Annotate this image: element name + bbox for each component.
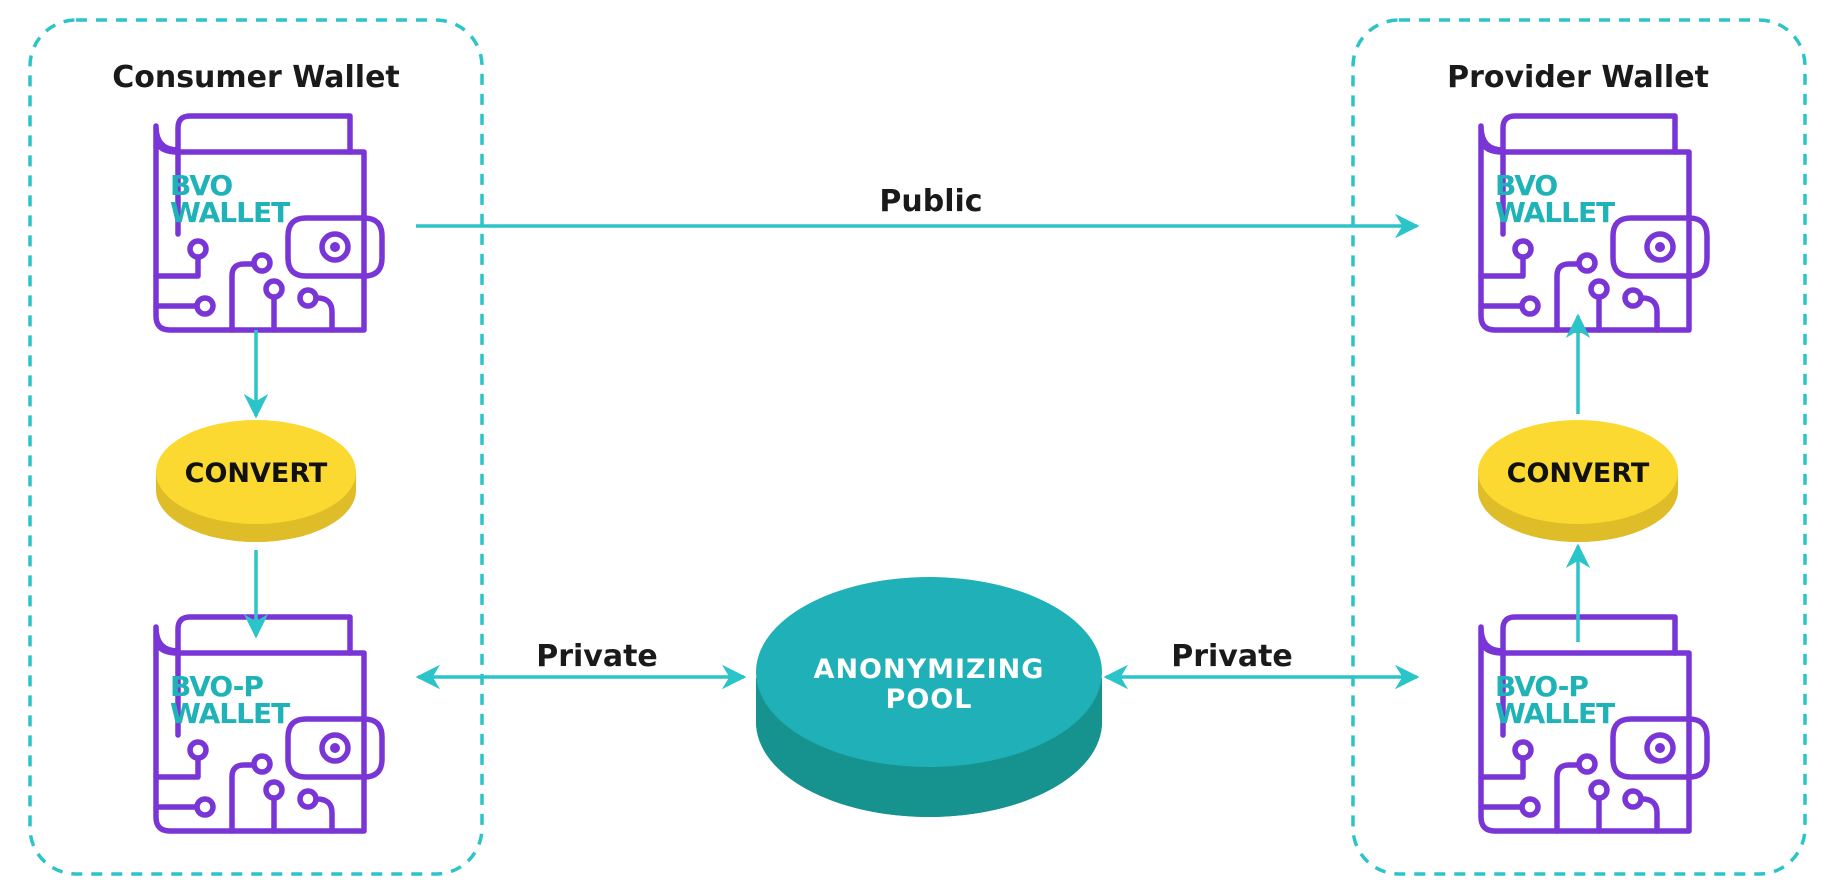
consumer-bvo-wallet-label-2: WALLET (170, 196, 290, 229)
pool-label-line1: ANONYMIZING (814, 654, 1045, 685)
private-left-label: Private (536, 639, 658, 674)
consumer-bvo-wallet: BVO WALLET (156, 116, 382, 330)
consumer-bvo-p-wallet: BVO-P WALLET (156, 617, 382, 831)
private-right-label: Private (1171, 639, 1293, 674)
provider-bvo-p-wallet-label-2: WALLET (1495, 697, 1615, 730)
provider-bvo-wallet-label-1: BVO (1495, 169, 1557, 202)
consumer-bvo-wallet-label-1: BVO (170, 169, 232, 202)
provider-group-title: Provider Wallet (1447, 60, 1709, 95)
provider-bvo-wallet-label-2: WALLET (1495, 196, 1615, 229)
provider-convert-label: CONVERT (1507, 458, 1650, 489)
consumer-group-title: Consumer Wallet (112, 60, 400, 95)
anonymizing-pool: ANONYMIZING POOL (756, 577, 1102, 817)
provider-convert-coin: CONVERT (1478, 420, 1678, 542)
pool-label-line2: POOL (886, 684, 973, 715)
consumer-bvo-p-wallet-label-2: WALLET (170, 697, 290, 730)
provider-bvo-p-wallet: BVO-P WALLET (1481, 617, 1707, 831)
consumer-convert-coin: CONVERT (156, 420, 356, 542)
provider-bvo-p-wallet-label-1: BVO-P (1495, 670, 1588, 703)
public-label: Public (879, 184, 982, 219)
provider-group-border (1351, 18, 1807, 876)
consumer-convert-label: CONVERT (185, 458, 328, 489)
consumer-group-border (28, 18, 484, 876)
provider-bvo-wallet: BVO WALLET (1481, 116, 1707, 330)
consumer-bvo-p-wallet-label-1: BVO-P (170, 670, 263, 703)
